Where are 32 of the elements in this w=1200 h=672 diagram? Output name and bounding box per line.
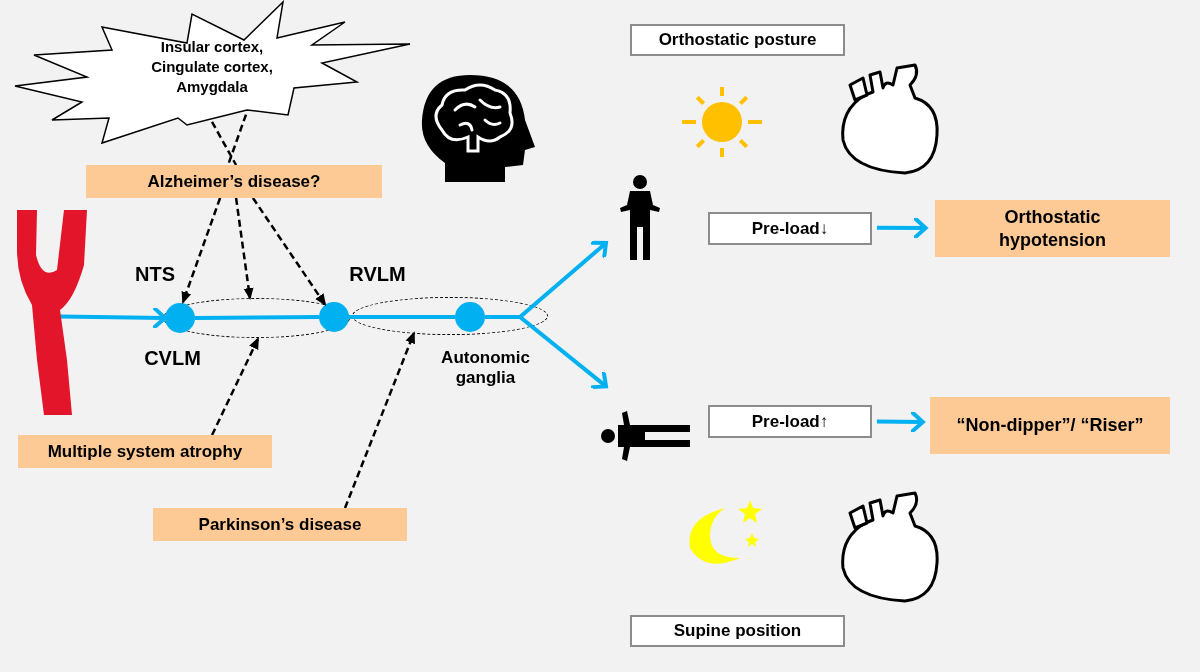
nucleus-dot [164, 302, 195, 333]
dashed-line [226, 114, 248, 166]
nucleus-label: Autonomic ganglia [440, 348, 531, 389]
state-label: Supine position [630, 615, 845, 647]
condition-label: “Non-dipper”/ “Riser” [930, 397, 1170, 454]
nucleus-label: NTS [134, 262, 176, 286]
dashed-ellipse [163, 298, 350, 338]
nucleus-label: CVLM [143, 346, 202, 370]
line [195, 315, 319, 320]
dashed-line [210, 121, 238, 166]
arrow [876, 216, 928, 239]
nucleus-dot [318, 301, 349, 332]
nucleus-label: RVLM [348, 262, 407, 286]
arrow [485, 315, 609, 390]
region-label: Insular cortex, Cingulate cortex, Amygdala [150, 36, 274, 97]
condition-label: Parkinson’s disease [153, 508, 407, 541]
dashed-arrow [210, 337, 260, 436]
dashed-arrow [343, 331, 416, 509]
nucleus-dot [454, 301, 485, 332]
standing-person-icon [620, 175, 660, 260]
condition-label: Multiple system atrophy [18, 435, 272, 468]
burst-callout [12, 0, 412, 145]
dashed-arrow [181, 197, 222, 304]
arrow [59, 306, 167, 329]
state-label: Orthostatic posture [630, 24, 845, 56]
dashed-arrow [251, 197, 327, 307]
arrow [876, 410, 925, 433]
state-label: Pre-load↑ [708, 405, 872, 438]
state-label: Pre-load↓ [708, 212, 872, 245]
condition-label: Orthostatic hypotension [935, 200, 1170, 257]
condition-label: Alzheimer’s disease? [86, 165, 382, 198]
dashed-arrow [234, 197, 254, 300]
